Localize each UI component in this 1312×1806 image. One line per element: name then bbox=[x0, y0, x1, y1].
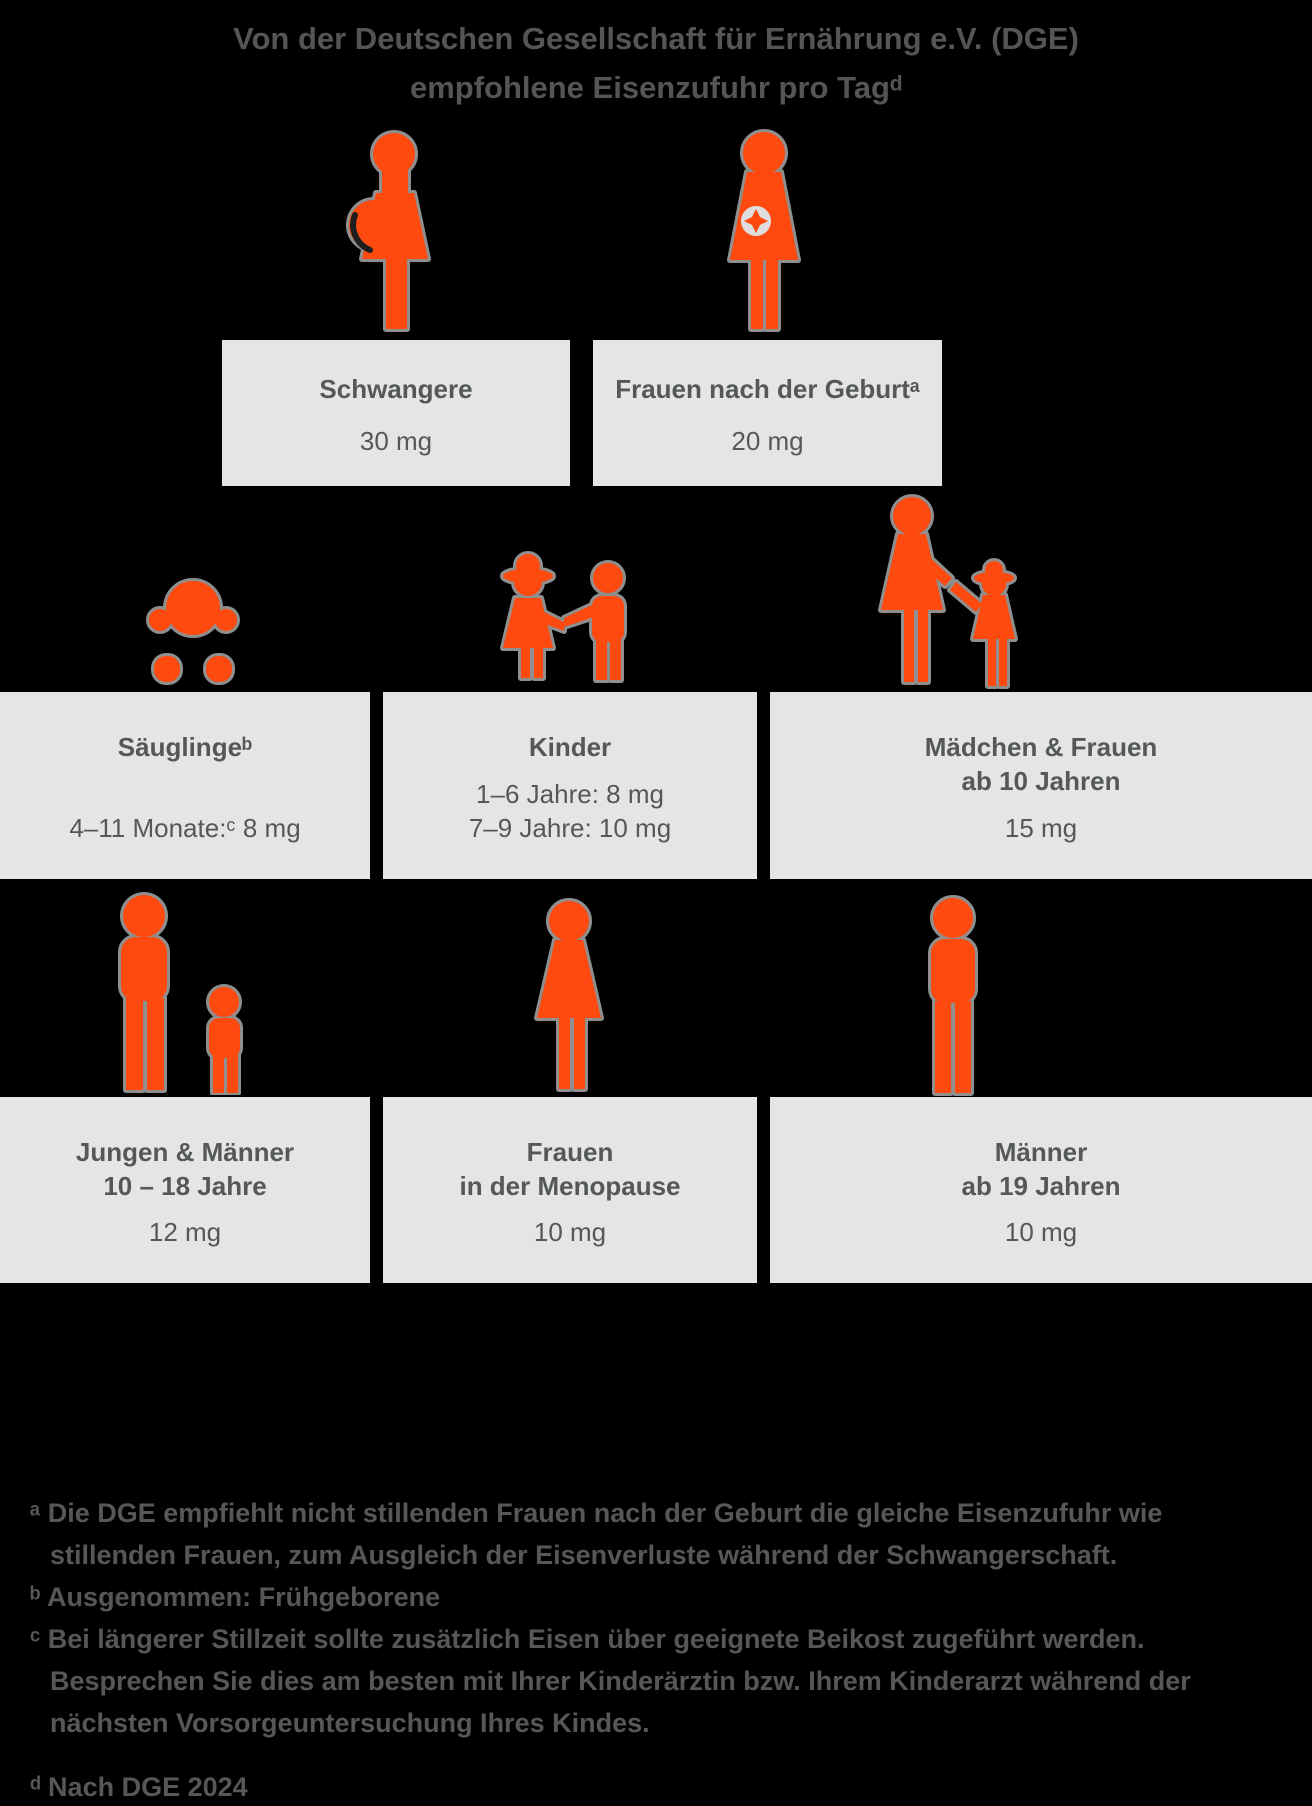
group-box-frauen-nach-der-geburt: Frauen nach der Geburtᵃ 20 mg bbox=[593, 340, 942, 486]
woman-with-baby-icon bbox=[703, 127, 825, 333]
man-icon bbox=[905, 893, 1001, 1098]
footnote-b: ᵇ Ausgenommen: Frühgeborene bbox=[30, 1582, 441, 1612]
group-box-maenner: Männer ab 19 Jahren 10 mg bbox=[770, 1097, 1312, 1283]
page-title: Von der Deutschen Gesellschaft für Ernäh… bbox=[0, 14, 1312, 112]
group-amount: 12 mg bbox=[148, 1217, 222, 1247]
title-line-1: Von der Deutschen Gesellschaft für Ernäh… bbox=[233, 21, 1079, 56]
group-label: Frauen nach der Geburtᵃ bbox=[615, 374, 920, 404]
group-box-maedchen-frauen: Mädchen & Frauen ab 10 Jahren 15 mg bbox=[770, 692, 1312, 879]
group-box-schwangere: Schwangere 30 mg bbox=[222, 340, 570, 486]
group-box-kinder: Kinder 1–6 Jahre: 8 mg 7–9 Jahre: 10 mg bbox=[383, 692, 757, 879]
title-line-2: empfohlene Eisenzufuhr pro Tagᵈ bbox=[409, 70, 903, 105]
two-children-icon bbox=[492, 548, 648, 690]
footnotes: ᵃ Die DGE empfiehlt nicht stillenden Fra… bbox=[30, 1492, 1292, 1806]
group-label: Mädchen & Frauen ab 10 Jahren bbox=[924, 732, 1158, 796]
group-amount: 10 mg bbox=[533, 1217, 607, 1247]
sparkle-icon bbox=[744, 209, 768, 233]
woman-icon bbox=[517, 897, 621, 1095]
group-amount: 4–11 Monate:ᶜ 8 mg bbox=[69, 813, 301, 843]
footnote-c: ᶜ Bei längerer Stillzeit sollte zusätzli… bbox=[30, 1624, 1191, 1738]
group-amount: 15 mg bbox=[1004, 813, 1078, 843]
group-label: Frauen in der Menopause bbox=[459, 1137, 681, 1201]
crawling-baby-icon bbox=[140, 574, 246, 686]
source-line: ᵈ Nach DGE 2024 bbox=[30, 1772, 248, 1802]
group-box-saeuglinge: Säuglingeᵇ 4–11 Monate:ᶜ 8 mg bbox=[0, 692, 370, 879]
group-amount: 10 mg bbox=[1004, 1217, 1078, 1247]
group-box-frauen-menopause: Frauen in der Menopause 10 mg bbox=[383, 1097, 757, 1283]
group-label: Männer ab 19 Jahren bbox=[961, 1137, 1121, 1201]
footnote-a: ᵃ Die DGE empfiehlt nicht stillenden Fra… bbox=[30, 1498, 1163, 1570]
group-label: Säuglingeᵇ bbox=[117, 732, 253, 762]
pregnant-woman-icon bbox=[330, 127, 460, 333]
group-label: Jungen & Männer 10 – 18 Jahre bbox=[75, 1137, 295, 1201]
group-amount: 30 mg bbox=[359, 426, 433, 456]
group-amount: 1–6 Jahre: 8 mg 7–9 Jahre: 10 mg bbox=[468, 779, 672, 843]
group-label: Schwangere bbox=[319, 374, 473, 404]
woman-and-girl-icon bbox=[860, 492, 1036, 690]
group-box-jungen-maenner: Jungen & Männer 10 – 18 Jahre 12 mg bbox=[0, 1097, 370, 1283]
group-label: Kinder bbox=[528, 732, 612, 762]
group-amount: 20 mg bbox=[731, 426, 804, 456]
man-and-boy-icon bbox=[96, 890, 266, 1095]
